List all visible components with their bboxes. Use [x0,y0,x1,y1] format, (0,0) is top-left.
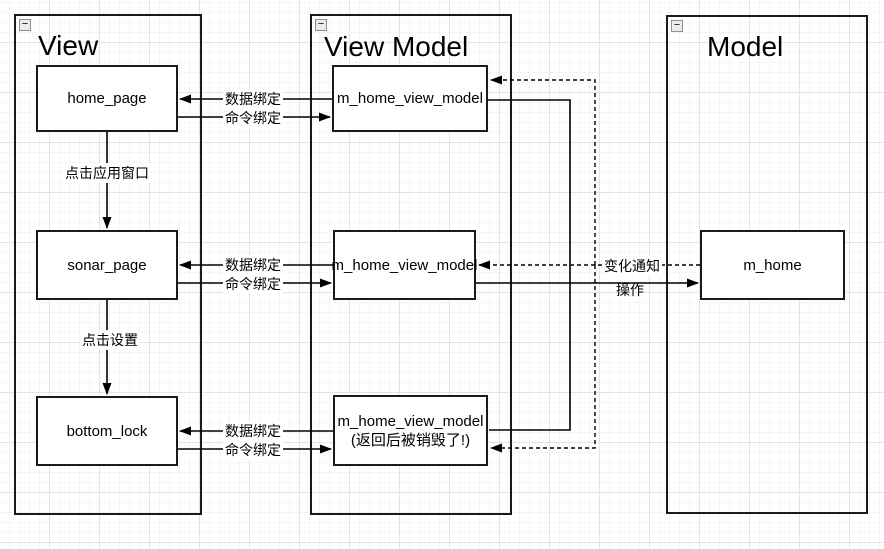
edge-label-click-app-window: 点击应用窗口 [63,163,151,183]
node-home-page[interactable]: home_page [36,65,178,132]
node-vm-home-2-label: m_home_view_model [331,256,478,274]
view-model-container-title: View Model [324,31,469,62]
node-sonar-page[interactable]: sonar_page [36,230,178,300]
collapse-icon[interactable]: − [315,19,327,31]
node-vm-home-3[interactable]: m_home_view_model (返回后被销毁了!) [333,395,488,466]
model-container-title: Model [707,31,784,62]
node-home-page-label: home_page [67,90,147,107]
edge-label-click-settings: 点击设置 [80,330,140,350]
collapse-icon[interactable]: − [19,19,31,31]
edge-label-data-binding-row3: 数据绑定 [223,421,283,441]
node-vm-home-2[interactable]: m_home_view_model [331,230,478,300]
view-container-title: View [38,30,99,61]
edge-label-operation: 操作 [616,282,644,298]
node-vm-home-1[interactable]: m_home_view_model [332,65,488,132]
edge-label-data-binding-row2: 数据绑定 [223,255,283,275]
edge-label-command-binding-row1: 命令绑定 [223,108,283,128]
node-bottom-lock[interactable]: bottom_lock [36,396,178,466]
node-sonar-page-label: sonar_page [67,256,147,274]
node-vm-home-3-note: (返回后被销毁了!) [350,431,471,449]
edge-label-change-notification: 变化通知 [602,256,662,276]
edge-label-data-binding-row1: 数据绑定 [223,89,283,109]
node-bottom-lock-label: bottom_lock [66,422,148,440]
edge-label-command-binding-row2: 命令绑定 [223,274,283,294]
collapse-icon[interactable]: − [671,20,683,32]
edge-label-command-binding-row3: 命令绑定 [223,440,283,460]
node-m-home[interactable]: m_home [700,230,845,300]
node-vm-home-3-label: m_home_view_model [337,412,484,430]
node-vm-home-1-label: m_home_view_model [337,90,483,107]
node-m-home-label: m_home [743,256,802,274]
